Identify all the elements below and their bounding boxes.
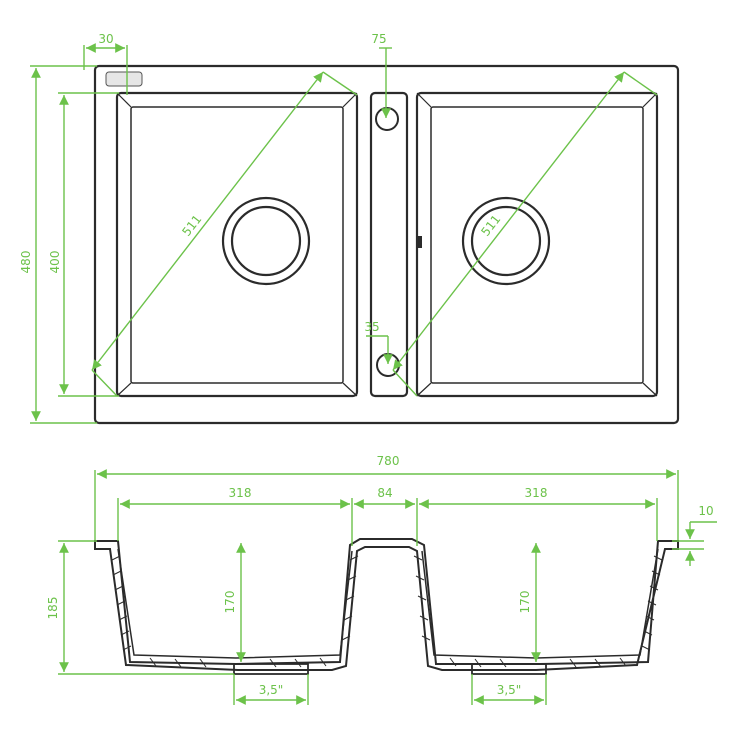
dim-right-diagonal: 511 [392,71,658,397]
left-bowl-top [115,91,359,398]
overflow-channel [369,91,422,398]
section-view: 780 318 84 318 10 [46,454,717,705]
dim-right-drain: 3,5" [471,674,547,705]
dim-left-bowl-depth: 170 [223,543,246,662]
dim-left-bowl-width-label: 318 [229,486,252,500]
right-drain-outer [461,196,551,286]
dim-left-bowl-depth-label: 170 [223,591,237,614]
overflow-hole-top [375,107,399,131]
dim-total-depth-label: 185 [46,597,60,620]
dim-bowl-widths: 318 84 318 [117,486,658,546]
right-bowl-top [415,91,659,398]
dim-right-bowl-depth-label: 170 [518,591,532,614]
dim-bowl-height-label: 400 [48,251,62,274]
dim-left-drain-label: 3,5" [259,683,284,697]
sink-section-outer [94,538,679,671]
left-drain-inner [230,205,302,277]
left-drain-section [233,663,309,675]
dim-total-height-label: 480 [19,251,33,274]
dim-total-width-label: 780 [377,454,400,468]
dim-bowl-height: 400 [48,92,119,397]
dim-left-drain: 3,5" [233,674,309,705]
dim-overflow-width-label: 75 [371,32,386,46]
dim-overflow-width: 75 [371,32,392,118]
sink-outer-rim [93,64,680,425]
dim-drain-offset-label: 35 [364,320,379,334]
dim-rim-height-label: 10 [698,504,713,518]
left-drain-outer [221,196,311,286]
dim-right-bowl-depth: 170 [518,543,541,662]
dim-flange: 30 [83,32,128,95]
dim-left-diagonal-label: 511 [179,212,204,239]
dim-right-drain-label: 3,5" [497,683,522,697]
dim-right-bowl-width-label: 318 [525,486,548,500]
right-drain-section [471,663,547,675]
logo-badge [105,71,143,87]
right-drain-inner [470,205,542,277]
section-hatching [111,555,663,668]
dim-rim-height: 10 [672,504,717,566]
dim-flange-label: 30 [98,32,113,46]
dim-total-depth: 185 [46,540,234,675]
top-view: 30 75 480 400 511 [19,32,680,425]
dim-total-width: 780 [94,454,679,540]
dim-drain-offset: 35 [364,320,393,364]
dim-total-height: 480 [19,65,97,424]
dim-divider-width-label: 84 [377,486,392,500]
